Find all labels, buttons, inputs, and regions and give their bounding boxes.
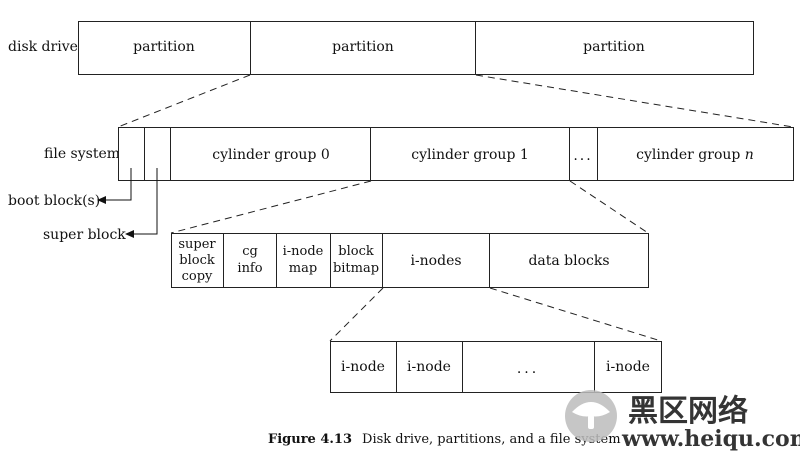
inode-box-1 [330,341,397,393]
file-system: cylinder group 0 cylinder group 1 ... cy… [118,127,794,181]
zoom-line-inodes-left [329,287,384,342]
super-block-arrow [125,168,158,238]
inodes-box [382,233,490,288]
inode-box-last [594,341,662,393]
figure-caption: Figure 4.13 Disk drive, partitions, and a… [268,432,621,447]
zoom-line-cg-left [170,180,372,234]
inode-box-2 [396,341,463,393]
inode-map-box [276,233,331,288]
cg-info-line1: cg [242,244,258,259]
zoom-line-inodes-right [489,287,662,342]
figure-number: Figure 4.13 [268,432,352,447]
block-bitmap-line1: block [338,244,374,259]
cylinder-group-n-box [597,127,794,181]
inode-ellipsis-box [462,341,595,393]
partition-box-1 [78,21,251,75]
disk-drive: partition partition partition [78,21,754,75]
watermark-logo: 黑区网络 www.heiqu.com [565,390,800,452]
mushroom-icon [565,390,617,442]
super-block-copy-line3: copy [182,269,213,284]
zoom-line-cg-right [569,180,649,234]
cylinder-group-0-label: cylinder group 0 [212,147,330,163]
super-block-copy-line2: block [179,253,215,268]
cylinder-group-1-label: cylinder group 1 [411,147,529,163]
disk-drive-label: disk drive [8,39,78,55]
cylinder-group-ellipsis: ... [573,148,592,164]
partition-label-3: partition [583,39,645,55]
cylinder-group-0-box [170,127,371,181]
super-block-copy-line1: super [178,237,216,252]
boot-block-label: boot block(s) [8,193,100,209]
partition-label-2: partition [332,39,394,55]
super-block-label: super block [43,227,126,243]
cg-info-box [223,233,277,288]
zoom-line-right [475,74,794,128]
inode-ellipsis: ... [517,361,539,377]
inodes-label: i-nodes [410,253,461,269]
cylinder-group-detail: super block copy cg info i-node map bloc… [171,233,649,288]
inode-label-1: i-node [341,359,385,375]
watermark-chinese: 黑区网络 [628,394,748,429]
zoom-line-left [117,74,251,128]
cylinder-group-n-var: n [745,147,754,163]
inode-label-2: i-node [407,359,451,375]
data-blocks-box [489,233,649,288]
boot-block-arrow [97,168,132,204]
watermark-url: www.heiqu.com [621,426,800,452]
cg-info-line2: info [237,261,262,276]
partition-box-3 [475,21,754,75]
cylinder-group-1-box [370,127,570,181]
inode-label-last: i-node [606,359,650,375]
inode-map-line2: map [289,261,317,276]
partition-box-2 [250,21,476,75]
inode-array: i-node i-node ... i-node [330,341,662,393]
cylinder-group-ellipsis-box [569,127,598,181]
inode-map-line1: i-node [283,244,324,259]
data-blocks-label: data blocks [528,253,609,269]
block-bitmap-line2: bitmap [333,261,379,276]
cylinder-group-n-prefix: cylinder group [636,147,745,163]
partition-label-1: partition [133,39,195,55]
file-system-label: file system [44,146,120,162]
figure-caption-text: Disk drive, partitions, and a file syste… [362,432,621,447]
super-block-copy-box [171,233,224,288]
cylinder-group-n-label: cylinder group n [636,147,754,163]
